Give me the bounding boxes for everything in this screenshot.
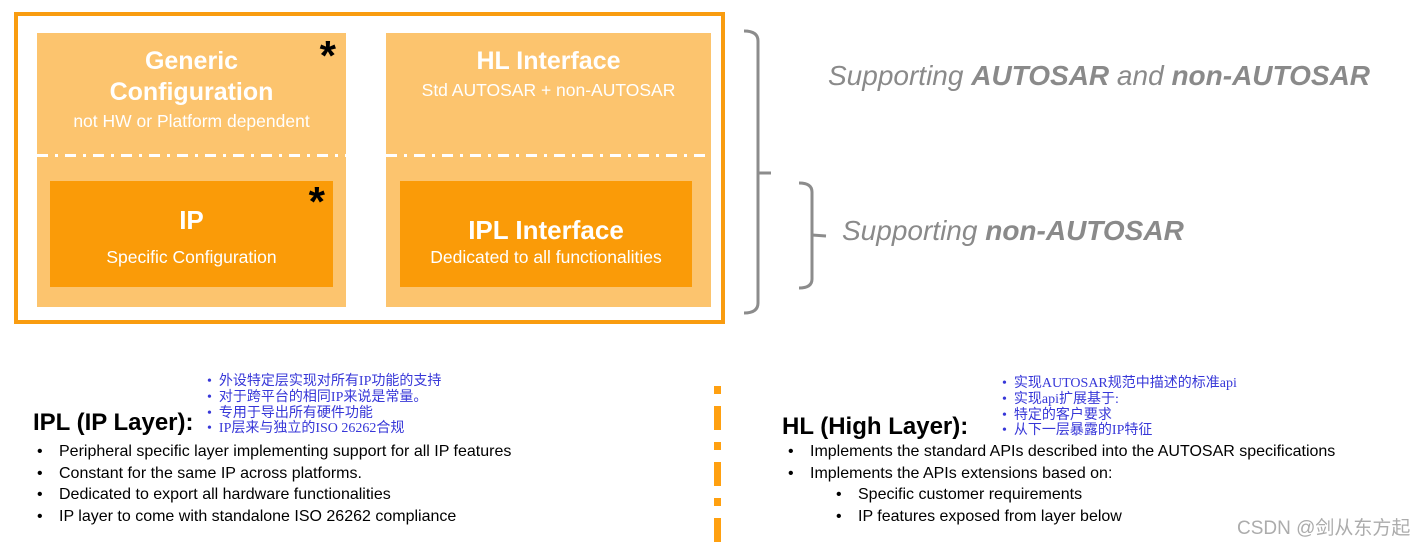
dash-dot-divider	[386, 154, 711, 157]
ip-box: * IP Specific Configuration	[50, 181, 333, 287]
ip-box-title: IP	[179, 205, 204, 235]
architecture-diagram: * Generic Configuration not HW or Platfo…	[14, 12, 725, 324]
watermark: CSDN @剑从东方起	[1237, 518, 1411, 539]
outer-brace	[743, 29, 760, 315]
list-item-text: Specific customer requirements	[858, 486, 1083, 504]
list-item-text: Implements the APIs extensions based on:	[810, 464, 1113, 482]
hl-interface-title: HL Interface	[476, 47, 621, 75]
list-item-text: Implements the standard APIs described i…	[810, 443, 1336, 460]
annotation-text: and	[1109, 60, 1172, 91]
list-item: • Implements the APIs extensions based on…	[788, 463, 1335, 485]
list-item: • 外设特定层实现对所有IP功能的支持	[207, 374, 441, 390]
annotation-supporting-non-autosar: Supporting non-AUTOSAR	[842, 215, 1184, 247]
hl-interface-panel: HL Interface Std AUTOSAR + non-AUTOSAR I…	[386, 33, 711, 307]
bullet-icon: •	[37, 443, 43, 460]
ip-box-subtitle: Specific Configuration	[106, 247, 277, 267]
ipl-interface-box: IPL Interface Dedicated to all functiona…	[400, 181, 692, 287]
list-item-text: IP layer to come with standalone ISO 262…	[59, 508, 457, 526]
list-item: • 特定的客户要求	[1002, 408, 1237, 424]
bullet-icon: •	[37, 486, 43, 504]
annotation-text: Supporting	[842, 215, 986, 246]
list-item-text: 特定的客户要求	[1013, 407, 1112, 423]
bullet-icon: •	[1002, 376, 1007, 391]
list-item: • Constant for the same IP across platfor…	[37, 463, 511, 485]
bullet-icon: •	[788, 464, 794, 482]
list-item-text: 从下一层暴露的IP特征	[1013, 423, 1153, 439]
list-item: • 对于跨平台的相同IP来说是常量。	[207, 390, 441, 406]
ipl-english-list: • Peripheral specific layer implementing …	[37, 441, 511, 528]
list-item: • Specific customer requirements	[788, 484, 1335, 506]
list-item: • IP features exposed from layer below	[788, 506, 1335, 528]
bullet-icon: •	[37, 508, 43, 526]
list-item: • Implements the standard APIs described …	[788, 441, 1335, 463]
ipl-section-heading: IPL (IP Layer):	[33, 409, 194, 436]
bullet-icon: •	[1002, 423, 1007, 439]
list-item-text: Constant for the same IP across platform…	[59, 464, 362, 482]
list-item: • Dedicated to export all hardware functi…	[37, 484, 511, 506]
annotation-bold: AUTOSAR	[971, 60, 1110, 91]
list-item-text: Peripheral specific layer implementing s…	[59, 443, 512, 460]
list-item: • 实现api扩展基于:	[1002, 392, 1237, 408]
list-item-text: IP层来与独立的ISO 26262合规	[218, 421, 405, 437]
list-item-text: 对于跨平台的相同IP来说是常量。	[218, 389, 428, 405]
list-item: • IP层来与独立的ISO 26262合规	[207, 421, 441, 437]
list-item-text: Dedicated to export all hardware functio…	[59, 486, 391, 504]
list-item: • Peripheral specific layer implementing …	[37, 441, 511, 463]
list-item-text: 外设特定层实现对所有IP功能的支持	[218, 374, 442, 389]
bullet-icon: •	[37, 464, 43, 482]
list-item: • 专用于导出所有硬件功能	[207, 406, 441, 422]
bullet-icon: •	[836, 486, 842, 504]
ipl-interface-subtitle: Dedicated to all functionalities	[430, 247, 662, 267]
list-item: • IP layer to come with standalone ISO 26…	[37, 506, 511, 528]
ipl-interface-title: IPL Interface	[468, 215, 624, 245]
hl-chinese-list: • 实现AUTOSAR规范中描述的标准api • 实现api扩展基于: • 特定的客户…	[1002, 376, 1237, 439]
list-item-text: IP features exposed from layer below	[858, 508, 1122, 526]
generic-config-panel: * Generic Configuration not HW or Platfo…	[37, 33, 346, 307]
list-item-text: 专用于导出所有硬件功能	[218, 405, 373, 421]
bullet-icon: •	[207, 421, 212, 437]
bullet-icon: •	[788, 443, 794, 460]
bullet-icon: •	[207, 405, 212, 421]
bullet-icon: •	[836, 508, 842, 526]
inner-brace-tick	[811, 233, 827, 238]
inner-brace	[798, 181, 814, 290]
generic-config-title: Generic Configuration	[109, 47, 274, 106]
bullet-icon: •	[1002, 391, 1007, 407]
list-item: • 实现AUTOSAR规范中描述的标准api	[1002, 376, 1237, 392]
asterisk-mark: *	[319, 32, 336, 79]
list-item-text: 实现AUTOSAR规范中描述的标准api	[1013, 376, 1237, 391]
list-item-text: 实现api扩展基于:	[1013, 391, 1119, 407]
hl-section-heading: HL (High Layer):	[782, 413, 969, 440]
bullet-icon: •	[207, 389, 212, 405]
annotation-text: Supporting	[828, 60, 972, 91]
annotation-bold: non-AUTOSAR	[985, 215, 1184, 246]
brace-graphic	[743, 29, 827, 315]
dash-dot-divider	[37, 154, 346, 157]
annotation-supporting-autosar: Supporting AUTOSAR and non-AUTOSAR	[828, 60, 1370, 92]
list-item: • 从下一层暴露的IP特征	[1002, 423, 1237, 439]
asterisk-mark: *	[308, 178, 325, 225]
bullet-icon: •	[1002, 407, 1007, 423]
section-divider	[714, 386, 721, 543]
hl-interface-subtitle: Std AUTOSAR + non-AUTOSAR	[421, 80, 676, 100]
ipl-chinese-list: • 外设特定层实现对所有IP功能的支持 • 对于跨平台的相同IP来说是常量。 • 专用…	[207, 374, 441, 437]
hl-english-list: • Implements the standard APIs described …	[788, 441, 1335, 528]
generic-config-subtitle: not HW or Platform dependent	[73, 111, 310, 131]
annotation-bold: non-AUTOSAR	[1171, 60, 1371, 91]
bullet-icon: •	[207, 374, 212, 389]
